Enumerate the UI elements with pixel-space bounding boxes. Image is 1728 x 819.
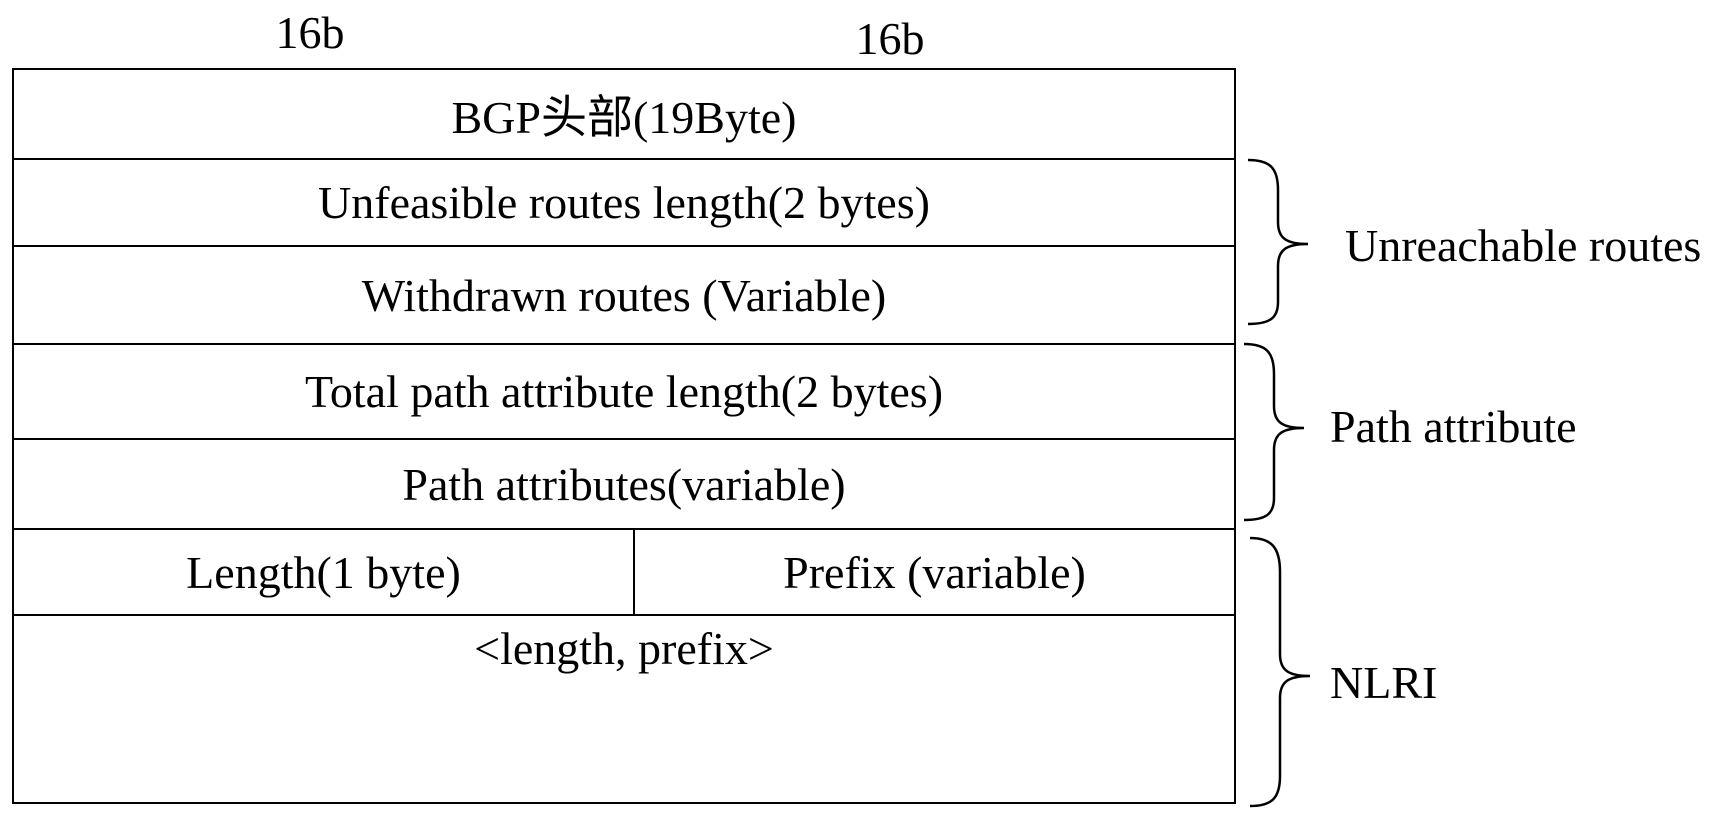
- path-attributes-row: Path attributes(variable): [14, 440, 1234, 530]
- unfeasible-routes-length-label: Unfeasible routes length(2 bytes): [318, 177, 930, 228]
- unreachable-routes-group-label: Unreachable routes: [1345, 220, 1702, 271]
- withdrawn-routes-row: Withdrawn routes (Variable): [14, 247, 1234, 345]
- nlri-group-label: NLRI: [1330, 657, 1438, 708]
- path-attributes-label: Path attributes(variable): [402, 458, 846, 510]
- path-attribute-group-label: Path attribute: [1330, 401, 1577, 452]
- bgp-header-row: BGP头部(19Byte): [14, 70, 1234, 160]
- nlri-field-divider: [633, 530, 635, 614]
- nlri-length-label: Length(1 byte): [186, 546, 461, 598]
- nlri-prefix-label: Prefix (variable): [783, 546, 1086, 598]
- total-path-attribute-length-label: Total path attribute length(2 bytes): [304, 366, 944, 417]
- nlri-length-cell: Length(1 byte): [14, 530, 633, 614]
- total-path-attribute-length-row: Total path attribute length(2 bytes): [14, 345, 1234, 440]
- nlri-prefix-cell: Prefix (variable): [635, 530, 1234, 614]
- path-attribute-brace: [1243, 342, 1305, 522]
- withdrawn-routes-label: Withdrawn routes (Variable): [361, 269, 887, 321]
- unfeasible-routes-length-row: Unfeasible routes length(2 bytes): [14, 160, 1234, 247]
- bgp-update-message-frame: BGP头部(19Byte) Unfeasible routes length(2…: [12, 68, 1236, 804]
- bgp-header-label: BGP头部(19Byte): [451, 92, 797, 143]
- nlri-pair-row: <length, prefix>: [14, 616, 1234, 802]
- nlri-pair-label: <length, prefix>: [474, 623, 774, 674]
- unreachable-routes-brace: [1247, 158, 1309, 326]
- nlri-brace: [1249, 536, 1311, 808]
- nlri-fields-row: Length(1 byte) Prefix (variable): [14, 530, 1234, 616]
- right-field-width-label: 16b: [855, 13, 925, 64]
- left-field-width-label: 16b: [275, 7, 345, 58]
